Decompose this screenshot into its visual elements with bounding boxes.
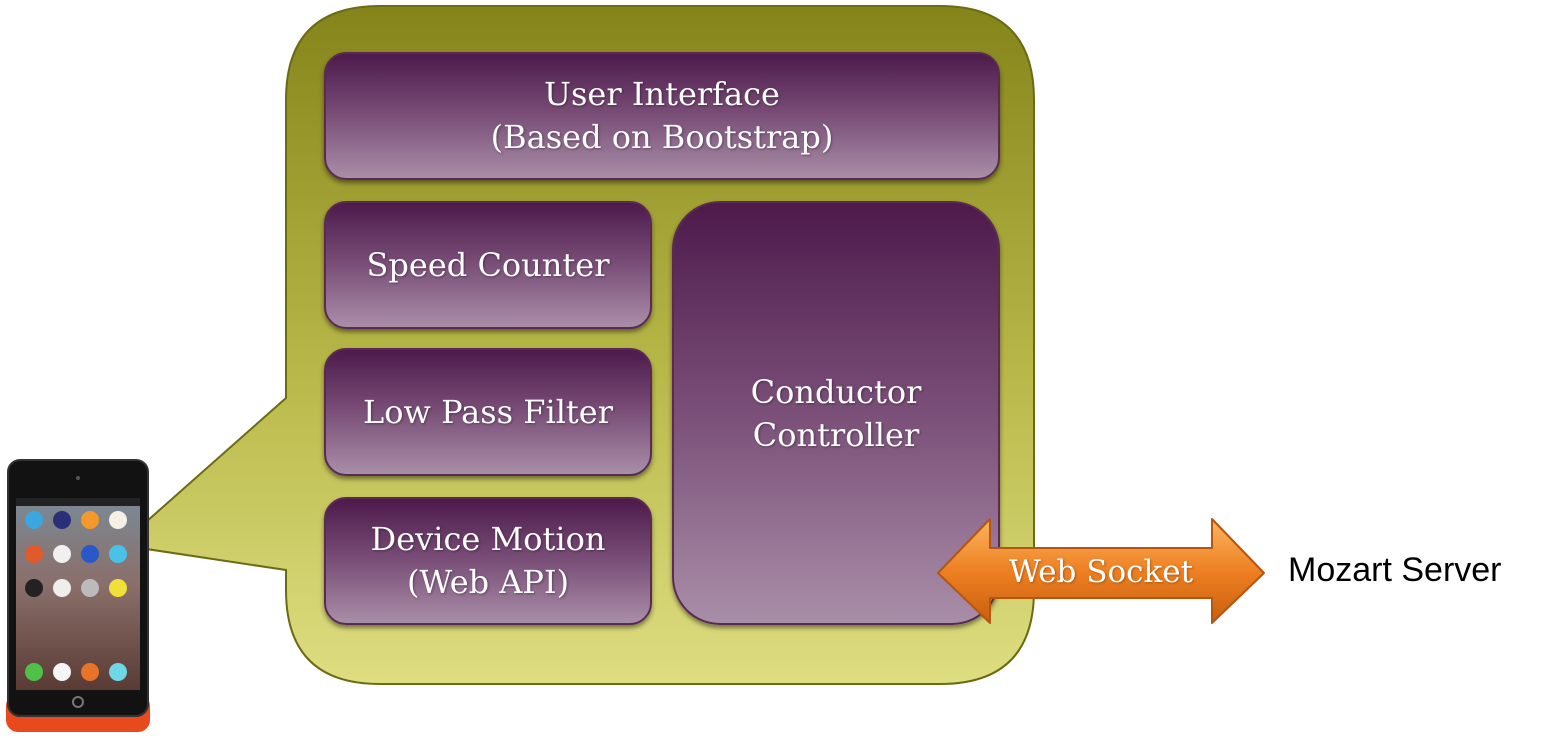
low-pass-filter-label: Low Pass Filter <box>362 392 614 431</box>
user-interface-block: User Interface (Based on Bootstrap) <box>324 52 1000 180</box>
phone-home-button <box>72 696 84 708</box>
device-motion-subtitle: (Web API) <box>406 563 570 601</box>
smartphone-icon <box>6 459 150 732</box>
low-pass-filter-block: Low Pass Filter <box>324 348 652 476</box>
conductor-controller-block: Conductor Controller <box>672 201 1000 625</box>
double-arrow-icon <box>937 518 1265 624</box>
mozart-server-label: Mozart Server <box>1288 551 1502 589</box>
speed-counter-block: Speed Counter <box>324 201 652 329</box>
conductor-controller-line1: Conductor <box>750 373 922 411</box>
app-icons <box>25 511 127 681</box>
phone-camera <box>76 476 80 480</box>
user-interface-subtitle: (Based on Bootstrap) <box>490 118 834 156</box>
device-motion-block: Device Motion (Web API) <box>324 497 652 625</box>
user-interface-title: User Interface <box>544 75 780 113</box>
device-motion-title: Device Motion <box>370 520 606 558</box>
web-socket-arrow <box>937 518 1265 624</box>
speed-counter-label: Speed Counter <box>366 245 610 284</box>
conductor-controller-line2: Controller <box>752 416 920 454</box>
web-socket-label: Web Socket <box>1008 554 1194 590</box>
phone-status-bar <box>16 498 140 506</box>
